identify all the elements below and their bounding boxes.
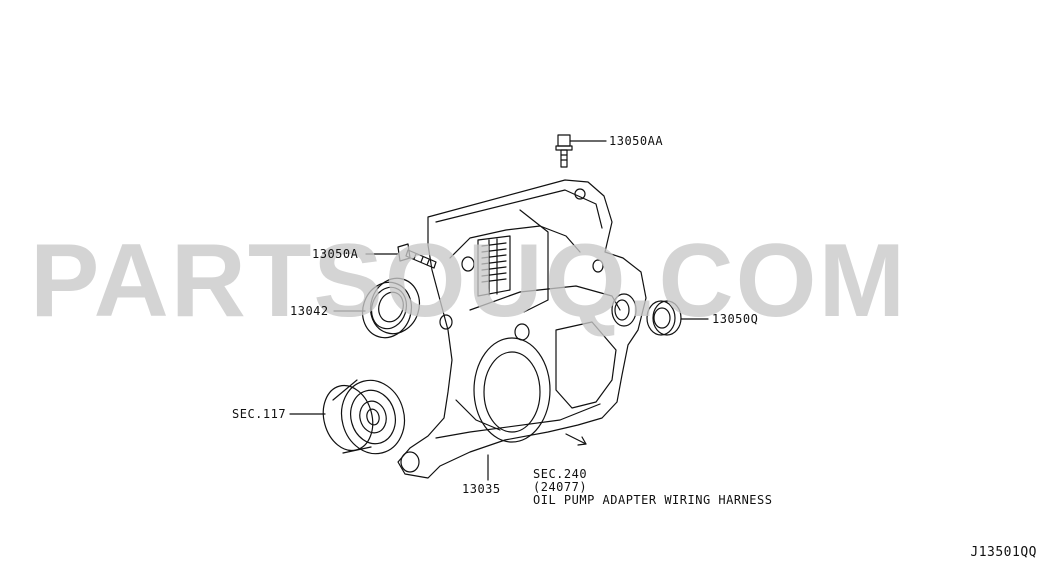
callout-sec240-ref: (24077) bbox=[533, 480, 588, 494]
callout-13050q[interactable]: 13050Q bbox=[712, 312, 759, 326]
callout-13035[interactable]: 13035 bbox=[462, 482, 501, 496]
front-cover-13035[interactable] bbox=[397, 179, 647, 479]
bolt-13050a[interactable] bbox=[397, 243, 437, 269]
callout-sec117[interactable]: SEC.117 bbox=[232, 407, 287, 421]
bolt-13050aa[interactable] bbox=[555, 134, 573, 168]
harness-arrow bbox=[565, 433, 587, 446]
diagram-id: J13501QQ bbox=[970, 545, 1037, 560]
seal-13042[interactable] bbox=[356, 272, 427, 344]
pulley-sec117[interactable] bbox=[316, 373, 412, 461]
callout-sec240[interactable]: SEC.240 bbox=[533, 467, 588, 481]
callout-13042[interactable]: 13042 bbox=[290, 304, 329, 318]
callout-13050aa[interactable]: 13050AA bbox=[609, 134, 664, 148]
callout-harness: OIL PUMP ADAPTER WIRING HARNESS bbox=[533, 493, 773, 507]
callout-13050a[interactable]: 13050A bbox=[312, 247, 359, 261]
seal-13050q[interactable] bbox=[646, 300, 682, 336]
